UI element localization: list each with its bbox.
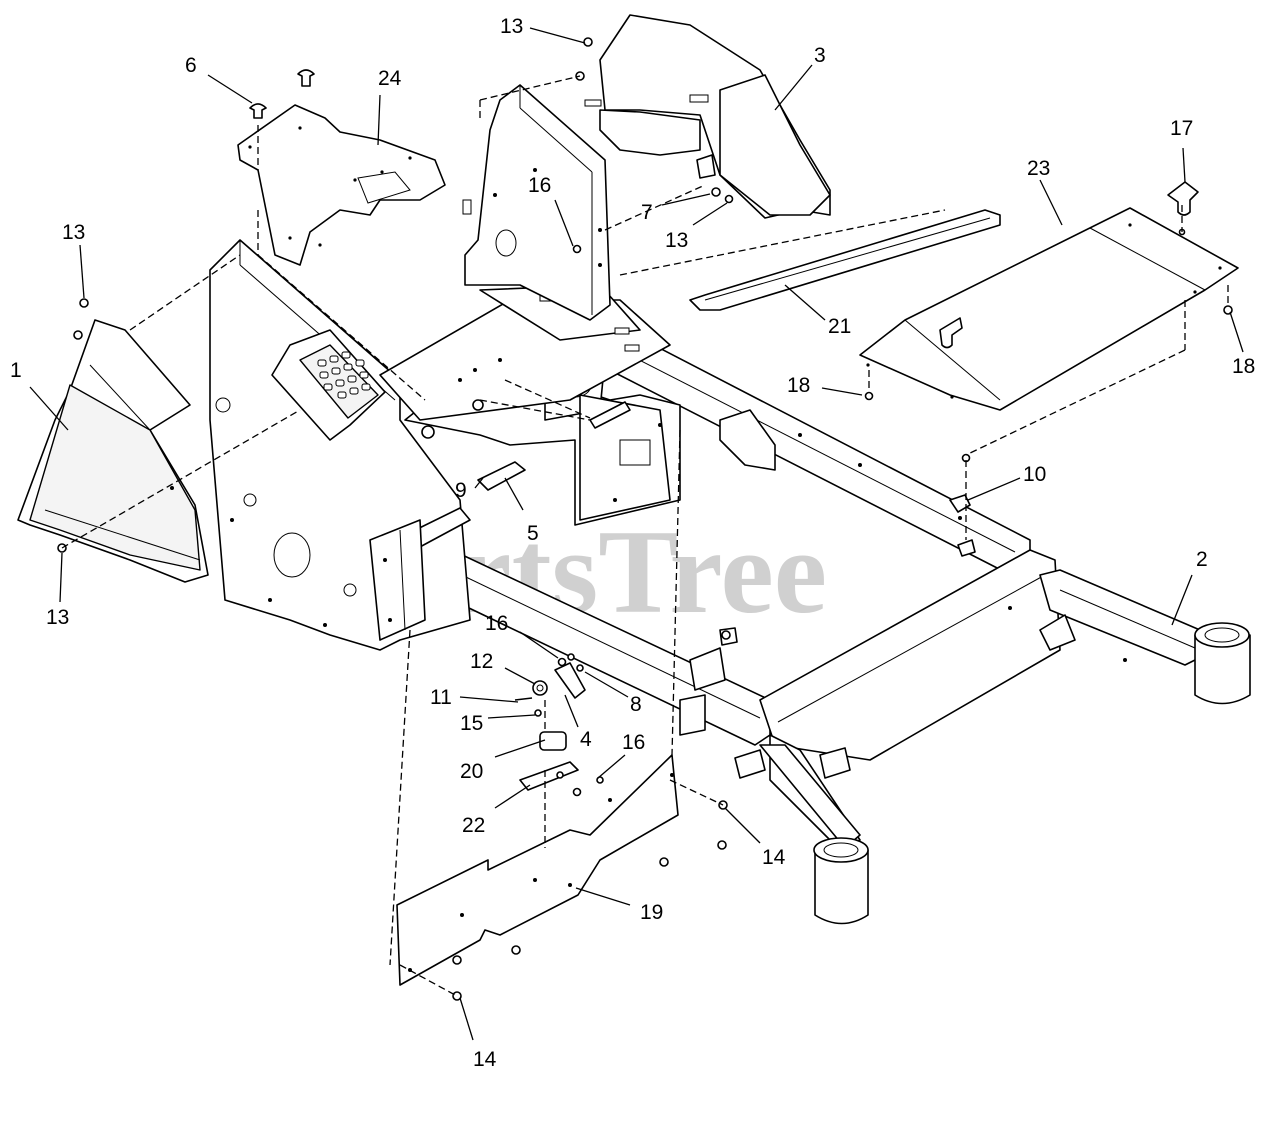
callout-14-right[interactable]: 14 (762, 846, 786, 869)
callout-16-bracket[interactable]: 16 (622, 731, 645, 754)
callout-15[interactable]: 15 (460, 712, 483, 735)
callout-23[interactable]: 23 (1027, 157, 1050, 180)
callout-13-shroud[interactable]: 13 (665, 229, 688, 252)
rear-shroud-part-3[interactable] (584, 14, 831, 219)
callout-16-lower[interactable]: 16 (485, 612, 508, 635)
callout-20[interactable]: 20 (460, 760, 483, 783)
knob-part-17[interactable] (1167, 181, 1199, 216)
bracket-part-24[interactable] (237, 104, 446, 266)
lower-panel-part-19[interactable] (396, 754, 679, 986)
callout-22[interactable]: 22 (462, 814, 485, 837)
callout-labels: 1 2 3 4 5 6 7 8 9 10 11 12 13 13 13 13 1… (10, 15, 1255, 1071)
left-side-plate[interactable] (209, 239, 471, 651)
callout-18-left[interactable]: 18 (787, 374, 810, 397)
callout-14-bottom[interactable]: 14 (473, 1048, 497, 1071)
callout-4[interactable]: 4 (580, 728, 592, 751)
callout-3[interactable]: 3 (814, 44, 826, 67)
callout-19[interactable]: 19 (640, 901, 663, 924)
callout-12[interactable]: 12 (470, 650, 493, 673)
callout-13-top[interactable]: 13 (500, 15, 523, 38)
callout-13-left-lower[interactable]: 13 (46, 606, 69, 629)
cover-knob[interactable] (939, 317, 963, 349)
callout-13-left-upper[interactable]: 13 (62, 221, 85, 244)
front-lower-bracket[interactable] (369, 519, 426, 641)
callout-18-right[interactable]: 18 (1232, 355, 1255, 378)
assembly-dashed-lines (61, 75, 1229, 997)
keypad-buttons (317, 351, 371, 399)
left-hood-part-1[interactable] (17, 319, 209, 583)
control-panel[interactable] (271, 329, 386, 441)
callout-17[interactable]: 17 (1170, 117, 1193, 140)
cover-plate-part-23[interactable] (859, 207, 1239, 411)
strip-part-21[interactable] (689, 209, 1001, 311)
callout-24[interactable]: 24 (378, 67, 402, 90)
callout-2[interactable]: 2 (1196, 548, 1208, 571)
callout-9[interactable]: 9 (455, 479, 467, 502)
leader-lines (29, 27, 1244, 1041)
callout-5[interactable]: 5 (527, 522, 539, 545)
callout-6[interactable]: 6 (185, 54, 197, 77)
main-frame-part-2[interactable] (399, 324, 1251, 925)
callout-8[interactable]: 8 (630, 693, 642, 716)
callout-21[interactable]: 21 (828, 315, 851, 338)
rear-upright-plate[interactable] (462, 84, 611, 321)
callout-10[interactable]: 10 (1023, 463, 1046, 486)
callout-1[interactable]: 1 (10, 359, 22, 382)
callout-16-upper[interactable]: 16 (528, 174, 551, 197)
callout-11[interactable]: 11 (430, 686, 452, 709)
callout-7[interactable]: 7 (641, 201, 653, 224)
